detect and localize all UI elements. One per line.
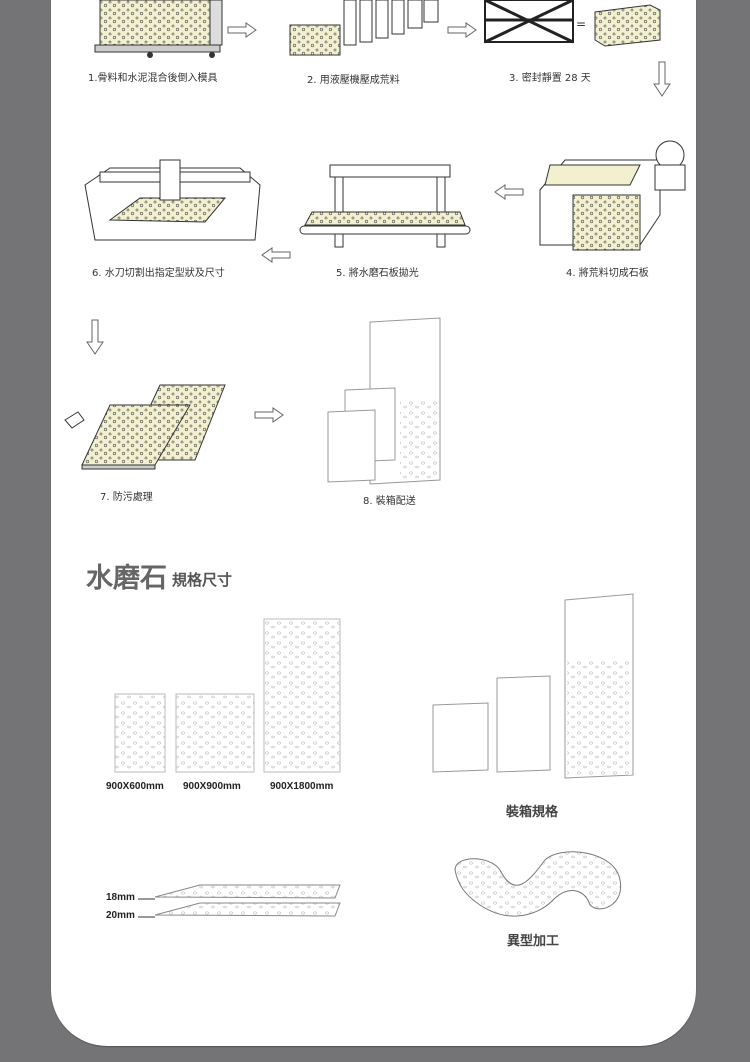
curing-illustration: = [484, 0, 661, 47]
section-title: 水磨石 [86, 563, 167, 594]
step-label: 6. 水刀切割出指定型狀及尺寸 [92, 268, 225, 279]
packing-boxes-illustration [327, 317, 441, 485]
brush-icon [64, 411, 85, 429]
arrow-down-icon [653, 61, 671, 97]
svg-text:=: = [576, 17, 586, 31]
packing-spec-illustration [432, 593, 634, 779]
arrow-right-icon [254, 407, 284, 423]
custom-shape-illustration [454, 851, 622, 917]
block-saw-illustration [539, 140, 686, 251]
polishing-illustration [299, 164, 471, 248]
size-label: 900X1800mm [270, 781, 334, 792]
anti-stain-illustration [64, 384, 226, 470]
mold-illustration [94, 0, 223, 58]
thickness-label: 20mm [106, 910, 135, 921]
arrow-right-icon [447, 22, 477, 38]
custom-shape-label: 異型加工 [507, 934, 560, 949]
step-label: 4. 將荒料切成石板 [566, 268, 649, 279]
step-label: 7. 防污處理 [100, 492, 153, 503]
step-label: 5. 將水磨石板拋光 [336, 268, 419, 279]
thickness-illustration [138, 884, 341, 918]
section-subtitle: 規格尺寸 [172, 571, 233, 589]
packing-spec-label: 裝箱規格 [506, 805, 559, 820]
step-label: 8. 裝箱配送 [363, 496, 416, 507]
tile-size-samples [114, 618, 341, 773]
step-label: 3. 密封靜置 28 天 [509, 73, 591, 84]
arrow-down-icon [86, 319, 104, 355]
step-label: 2. 用液壓機壓成荒料 [307, 75, 400, 86]
size-label: 900X600mm [106, 781, 164, 792]
thickness-label: 18mm [106, 892, 135, 903]
arrow-left-icon [261, 247, 291, 263]
arrow-right-icon [227, 22, 257, 38]
press-illustration [289, 0, 439, 56]
step-label: 1.骨料和水泥混合後倒入模具 [88, 73, 218, 84]
arrow-left-icon [494, 184, 524, 200]
size-label: 900X900mm [183, 781, 241, 792]
waterjet-cutter-illustration [84, 159, 261, 241]
